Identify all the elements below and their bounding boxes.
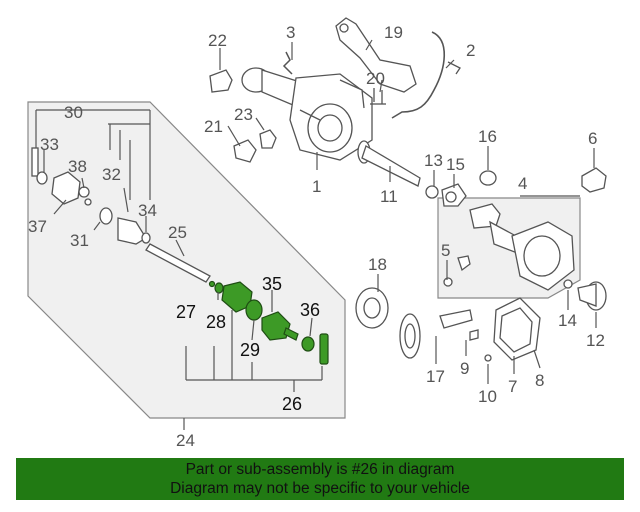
callout-2: 2 <box>466 41 475 60</box>
callout-28: 28 <box>206 312 226 332</box>
banner-line-disclaimer: Diagram may not be specific to your vehi… <box>170 480 470 497</box>
callout-21: 21 <box>204 117 223 136</box>
callout-22: 22 <box>208 31 227 50</box>
callout-numbers: 1 2 3 4 5 6 7 8 9 10 11 12 13 14 15 16 1… <box>28 23 605 450</box>
callout-5: 5 <box>441 241 450 260</box>
callout-13: 13 <box>424 151 443 170</box>
rear-cover <box>493 297 541 361</box>
breather-hose <box>391 31 445 119</box>
banner-line-part: Part or sub-assembly is #26 in diagram <box>185 461 455 478</box>
callout-31: 31 <box>70 231 89 250</box>
callout-24: 24 <box>176 431 195 450</box>
hose-small <box>282 51 293 75</box>
inner-boot <box>117 217 151 245</box>
callout-26: 26 <box>282 394 302 414</box>
leader-lines <box>35 39 597 430</box>
callout-32: 32 <box>102 165 121 184</box>
small-parts-right <box>425 167 607 207</box>
part-info-banner: Part or sub-assembly is #26 in diagram D… <box>16 458 624 500</box>
callout-15: 15 <box>446 155 465 174</box>
callout-33: 33 <box>40 135 59 154</box>
axle-shaft <box>357 140 421 187</box>
callout-1: 1 <box>312 177 321 196</box>
callout-19: 19 <box>384 23 403 42</box>
callout-17: 17 <box>426 367 445 386</box>
studs <box>370 88 386 105</box>
callout-35: 35 <box>262 274 282 294</box>
differential-housing <box>241 67 373 161</box>
callout-14: 14 <box>558 311 577 330</box>
callout-20: 20 <box>366 69 385 88</box>
callout-6: 6 <box>588 129 597 148</box>
callout-34: 34 <box>138 201 157 220</box>
carrier-assembly <box>443 203 575 291</box>
insulator <box>209 69 233 93</box>
callout-16: 16 <box>478 127 497 146</box>
callout-30: 30 <box>64 103 83 122</box>
ring-gear-case <box>355 287 421 359</box>
breather-clip <box>447 61 461 75</box>
callout-11: 11 <box>380 187 398 206</box>
exploded-parts-diagram: 1 2 3 4 5 6 7 8 9 10 11 12 13 14 15 16 1… <box>27 17 607 450</box>
callout-38: 38 <box>68 157 87 176</box>
pinion-and-bolts <box>439 309 492 362</box>
callout-27: 27 <box>176 302 196 322</box>
half-shaft <box>145 243 211 283</box>
callout-3: 3 <box>286 23 295 42</box>
callout-23: 23 <box>234 105 253 124</box>
callout-8: 8 <box>535 371 544 390</box>
outer-cv-joint-kit <box>208 280 329 365</box>
callout-4: 4 <box>518 174 527 193</box>
callout-25: 25 <box>168 223 187 242</box>
callout-36: 36 <box>300 300 320 320</box>
bushings <box>233 129 277 163</box>
callout-12: 12 <box>586 331 605 350</box>
flange-parts <box>563 279 607 311</box>
callout-9: 9 <box>460 359 469 378</box>
callout-10: 10 <box>478 387 497 406</box>
callout-37: 37 <box>28 217 47 236</box>
mount-bracket <box>335 17 417 93</box>
callout-29: 29 <box>240 340 260 360</box>
callout-18: 18 <box>368 255 387 274</box>
callout-7: 7 <box>508 377 517 396</box>
axle-assembly-panel <box>27 101 346 419</box>
inner-cv-housing <box>31 147 113 225</box>
